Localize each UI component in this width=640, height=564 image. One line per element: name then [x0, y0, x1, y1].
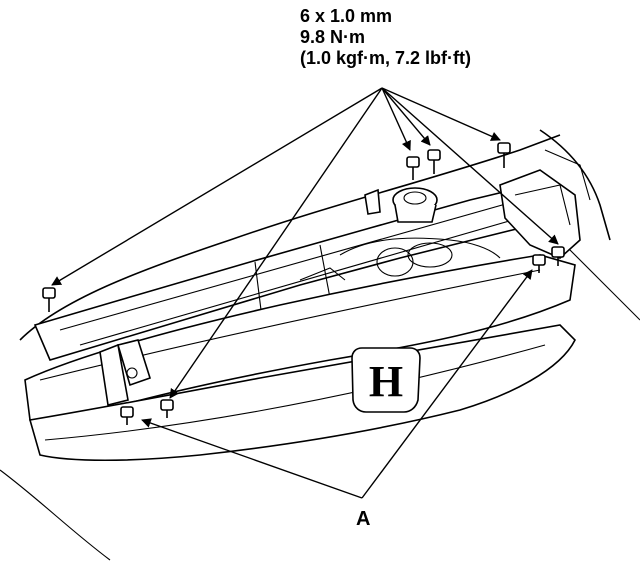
engine-bay-parts — [299, 237, 501, 281]
right-side-bracket — [499, 149, 591, 259]
bolt-lower-right-a — [532, 254, 546, 273]
bolt-lower-left-a — [120, 406, 134, 425]
bolt-top-left — [42, 287, 56, 312]
center-mount-plate — [364, 187, 438, 223]
left-bumper-bracket — [99, 339, 151, 406]
front-emblem: H — [351, 347, 421, 413]
bolt-right-side — [551, 246, 565, 266]
torque-alt-label: (1.0 kgf·m, 7.2 lbf·ft) — [300, 48, 472, 68]
callout-a-leader-lines — [141, 269, 533, 499]
front-bumper-shell — [24, 254, 576, 462]
bolt-top-center-left — [406, 156, 420, 180]
bolt-size-label: 6 x 1.0 mm — [300, 6, 393, 26]
bolt-lower-center — [160, 399, 174, 418]
spec-leader-lines — [51, 87, 559, 399]
bolt-top-right — [497, 142, 511, 168]
bolt-top-center-right — [427, 149, 441, 174]
emblem-letter: H — [369, 357, 403, 406]
torque-nm-label: 9.8 N·m — [300, 27, 366, 47]
callout-label-a: A — [356, 508, 371, 530]
fastener-spec-callout: 6 x 1.0 mm 9.8 N·m (1.0 kgf·m, 7.2 lbf·f… — [300, 6, 471, 69]
